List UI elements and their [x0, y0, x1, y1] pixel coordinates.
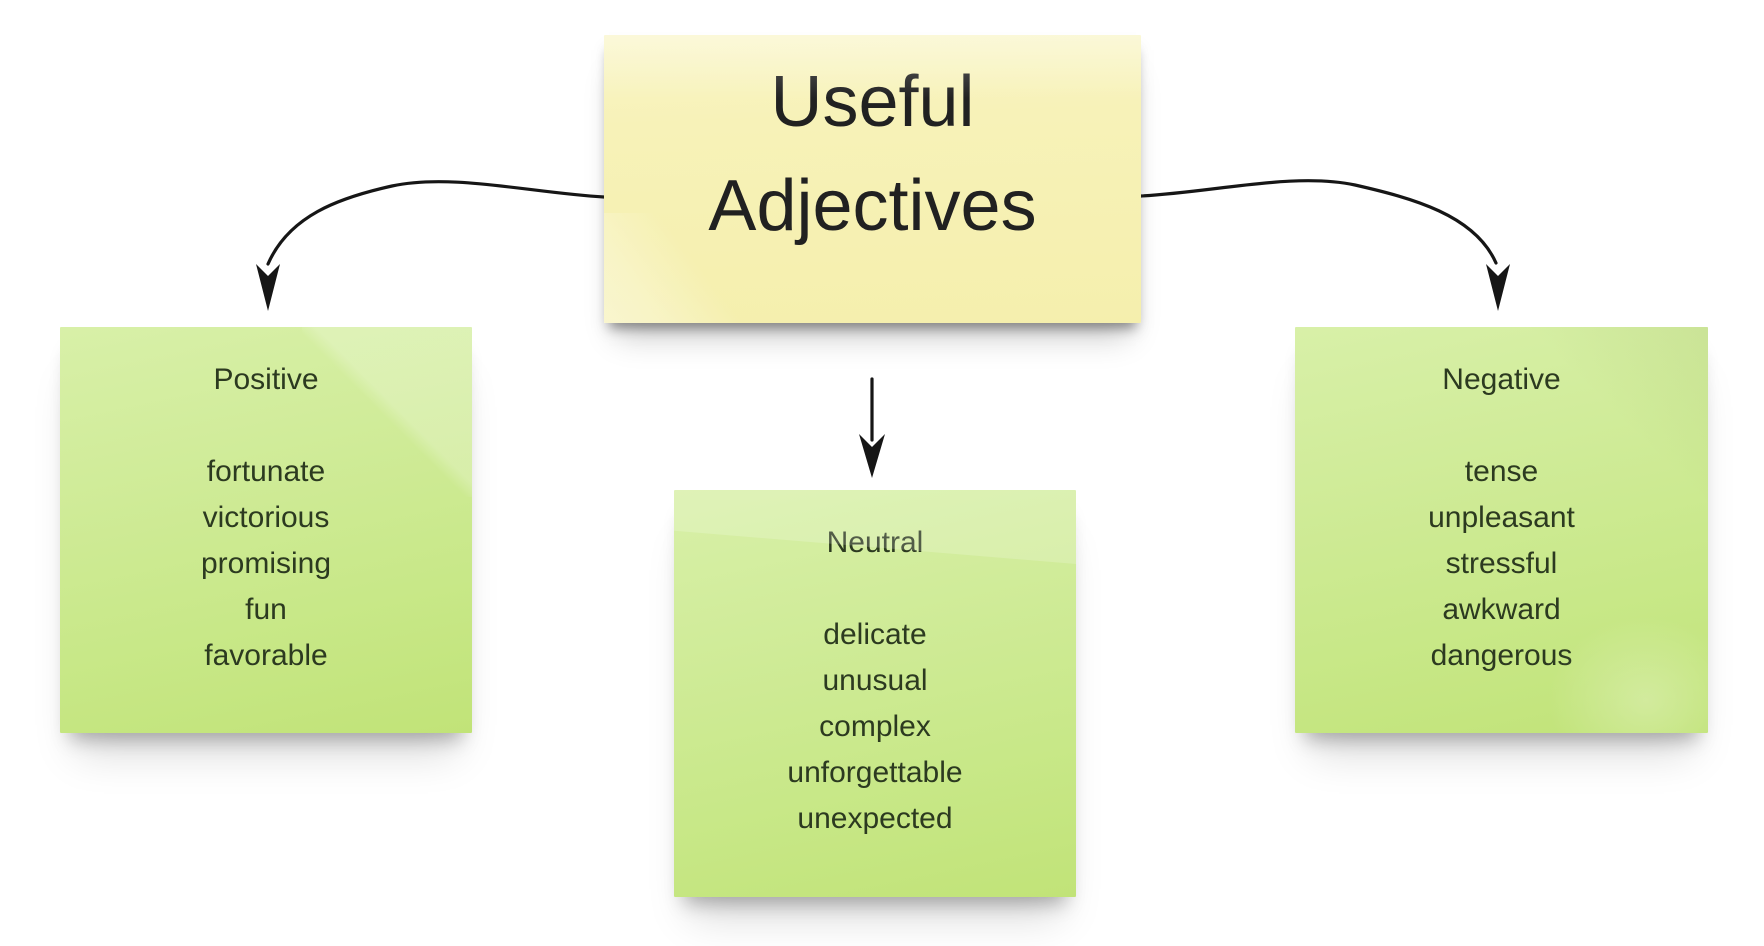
word-item: complex: [819, 710, 931, 743]
word-item: unforgettable: [787, 756, 963, 789]
word-item: unpleasant: [1428, 501, 1575, 534]
word-item: favorable: [204, 639, 328, 672]
word-item: delicate: [823, 618, 927, 651]
arrowhead-neutral: [859, 434, 885, 478]
diagram-title: Useful Adjectives: [708, 62, 1037, 246]
note-positive-header: Positive: [213, 363, 319, 396]
arrow-to-neutral[interactable]: [859, 377, 885, 478]
sticky-note-neutral[interactable]: Neutral delicate unusual complex unforge…: [674, 490, 1076, 897]
note-negative-header: Negative: [1442, 363, 1561, 396]
sticky-note-positive[interactable]: Positive fortunate victorious promising …: [60, 327, 472, 733]
note-positive-words: fortunate victorious promising fun favor…: [60, 449, 472, 679]
word-item: unexpected: [797, 802, 953, 835]
sticky-note-negative[interactable]: Negative tense unpleasant stressful awkw…: [1295, 327, 1708, 733]
note-neutral-words: delicate unusual complex unforgettable u…: [674, 612, 1076, 842]
arrowhead-positive: [256, 264, 280, 311]
word-item: dangerous: [1430, 639, 1573, 672]
word-item: awkward: [1442, 593, 1561, 626]
arrow-to-negative[interactable]: [1139, 179, 1510, 311]
word-item: tense: [1464, 455, 1539, 488]
word-item: promising: [200, 547, 332, 580]
note-negative-words: tense unpleasant stressful awkward dange…: [1295, 449, 1708, 679]
word-item: unusual: [822, 664, 928, 697]
word-item: stressful: [1445, 547, 1558, 580]
word-item: fortunate: [206, 455, 326, 488]
word-item: fun: [245, 593, 287, 626]
arrowhead-negative: [1486, 264, 1510, 311]
word-item: victorious: [202, 501, 330, 534]
arrow-to-positive[interactable]: [256, 180, 606, 311]
sticky-note-title[interactable]: Useful Adjectives: [604, 35, 1141, 323]
note-neutral-header: Neutral: [826, 526, 924, 559]
